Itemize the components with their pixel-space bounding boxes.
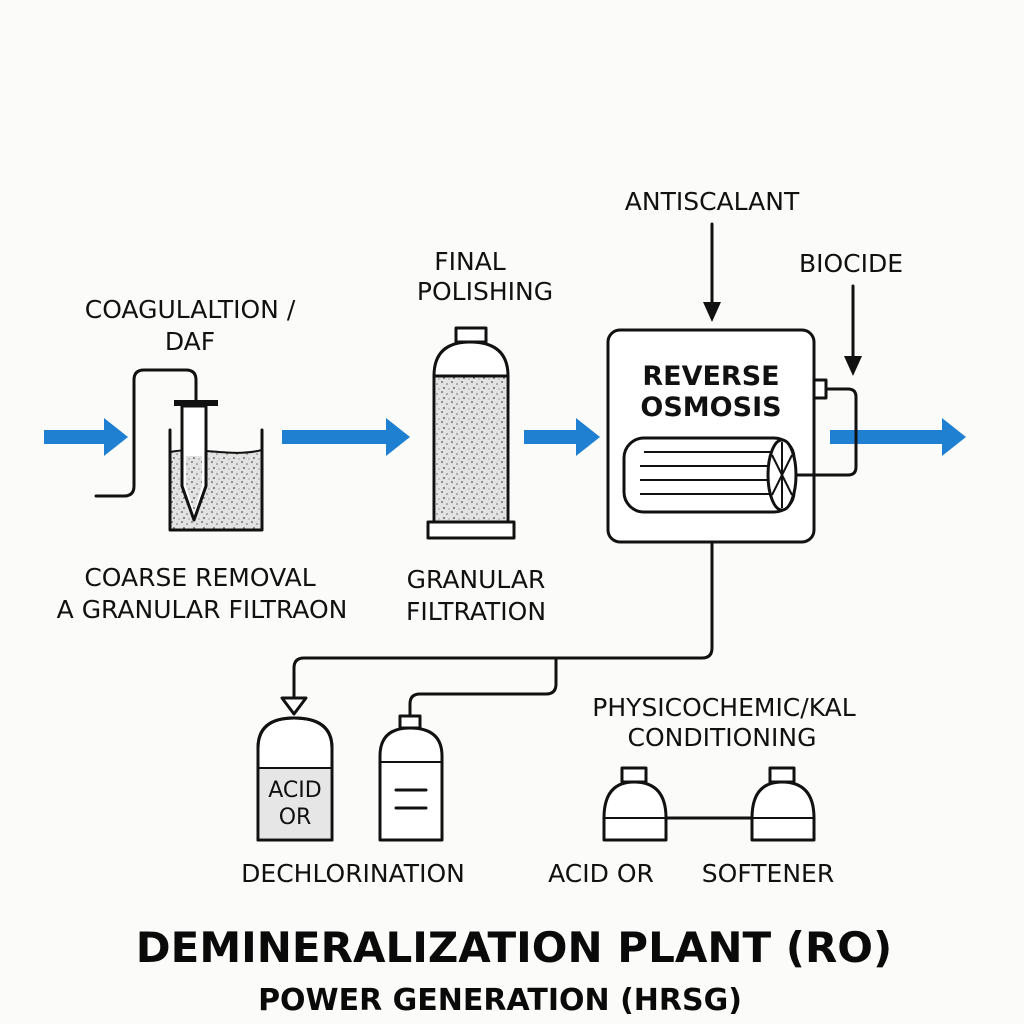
- physicochemical-label-line2: CONDITIONING: [628, 723, 817, 752]
- ro-label-line2: OSMOSIS: [640, 392, 781, 423]
- dosing-pipe-icon: [94, 368, 198, 498]
- biocide-dose-arrow-icon: [844, 284, 862, 376]
- flow-arrow-icon: [282, 418, 410, 456]
- chemical-tank-icon: [378, 714, 444, 842]
- softener-label: SOFTENER: [702, 859, 834, 888]
- physicochemical-label-line1: PHYSICOCHEMIC/KAL: [592, 693, 855, 722]
- antiscalant-dose-arrow-icon: [703, 222, 721, 322]
- granular-filtration-label-line2: FILTRATION: [406, 597, 546, 626]
- coagulation-label-line1: COAGULALTION /: [85, 295, 296, 324]
- polishing-filter-icon: [426, 326, 516, 540]
- ro-membrane-icon: [622, 436, 798, 514]
- final-polishing-label-line2: POLISHING: [417, 277, 553, 306]
- settling-tank-icon: [168, 400, 264, 532]
- flow-arrow-icon: [44, 418, 128, 456]
- coagulation-label-line2: DAF: [165, 327, 215, 356]
- flow-arrow-icon: [830, 418, 966, 456]
- conditioning-vessel-icon: [750, 766, 816, 842]
- coarse-removal-label-line1: COARSE REMOVAL: [84, 563, 315, 592]
- flow-arrow-icon: [524, 418, 600, 456]
- dosing-branch-pipe: [408, 656, 558, 718]
- ro-label-line1: REVERSE: [642, 361, 779, 392]
- biocide-label: BIOCIDE: [799, 249, 903, 278]
- dechlorination-label: DECHLORINATION: [241, 859, 465, 888]
- granular-filtration-label-line1: GRANULAR: [407, 565, 546, 594]
- acid-or-label: ACID OR: [548, 859, 654, 888]
- final-polishing-label-line1: FINAL: [434, 247, 506, 276]
- diagram-subtitle: POWER GENERATION (HRSG): [258, 983, 742, 1018]
- antiscalant-label: ANTISCALANT: [625, 187, 800, 216]
- chemical-tank-icon: [256, 696, 334, 842]
- acid-tank-label-line2: OR: [279, 805, 312, 830]
- diagram-title: DEMINERALIZATION PLANT (RO): [136, 923, 892, 972]
- acid-tank-label-line1: ACID: [268, 778, 321, 803]
- dosing-header-pipe: [292, 540, 714, 700]
- conditioning-vessel-icon: [602, 766, 668, 842]
- coarse-removal-label-line2: A GRANULAR FILTRAON: [57, 595, 348, 624]
